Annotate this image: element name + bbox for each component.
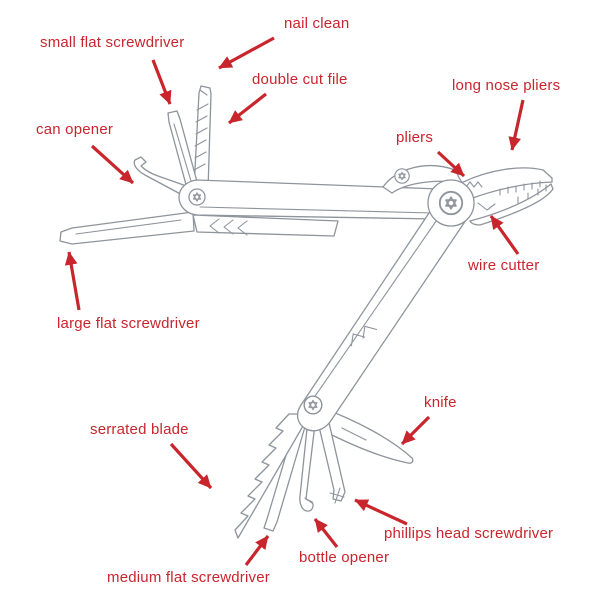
lower-fold-out-tools xyxy=(234,406,414,539)
nail-file-drawing xyxy=(193,85,212,191)
label-long-nose-pliers: long nose pliers xyxy=(452,77,561,94)
label-pliers: pliers xyxy=(396,129,434,146)
arrow-long-nose-pliers xyxy=(508,99,525,151)
label-can-opener: can opener xyxy=(36,121,114,138)
jaw-serration xyxy=(517,184,547,204)
label-wire-cutter: wire cutter xyxy=(468,257,540,274)
label-bottle-opener: bottle opener xyxy=(299,549,390,566)
arrow-large-flat-screwdriver xyxy=(64,251,81,311)
label-serrated-blade: serrated blade xyxy=(90,421,189,438)
screw-icon xyxy=(188,188,206,206)
grip-teeth xyxy=(465,181,483,188)
wire-cutter-notch xyxy=(477,202,496,211)
arrow-pliers xyxy=(436,150,466,178)
arrow-knife xyxy=(400,415,431,446)
arrow-small-flat-screwdriver xyxy=(151,59,172,105)
chevron-decoration xyxy=(209,218,248,236)
arrow-can-opener xyxy=(90,144,135,185)
screw-icon xyxy=(394,168,410,184)
large-flat-screwdriver-drawing xyxy=(59,211,195,245)
arrow-double-cut-file xyxy=(228,92,267,125)
arrow-bottle-opener xyxy=(313,518,339,548)
jaw-serration xyxy=(499,180,541,196)
arrow-wire-cutter xyxy=(489,215,520,255)
label-medium-flat-screwdriver: medium flat screwdriver xyxy=(107,569,270,586)
upper-handle xyxy=(178,179,441,237)
chevron-decoration xyxy=(350,325,378,347)
lower-handle xyxy=(296,200,467,432)
screw-icon xyxy=(438,190,464,216)
can-opener-drawing xyxy=(133,156,193,198)
bottle-opener-drawing xyxy=(299,418,316,512)
label-knife: knife xyxy=(424,394,457,411)
lower-jaw-drawing xyxy=(469,183,554,226)
arrow-medium-flat-screwdriver xyxy=(244,535,270,566)
arrow-serrated-blade xyxy=(169,442,213,490)
upper-fold-out-tools xyxy=(59,85,212,245)
pivot-boss xyxy=(427,179,475,227)
callout-arrows xyxy=(64,36,525,566)
knife-drawing xyxy=(317,406,414,464)
screw-icon xyxy=(303,395,323,415)
label-nail-clean: nail clean xyxy=(284,15,350,32)
label-large-flat-screwdriver: large flat screwdriver xyxy=(57,315,200,332)
arrow-nail-clean xyxy=(218,36,275,70)
label-small-flat-screwdriver: small flat screwdriver xyxy=(40,34,185,51)
arrow-phillips-head-screwdriver xyxy=(354,498,408,526)
label-phillips-head-screwdriver: phillips head screwdriver xyxy=(384,525,554,542)
label-double-cut-file: double cut file xyxy=(252,71,348,88)
